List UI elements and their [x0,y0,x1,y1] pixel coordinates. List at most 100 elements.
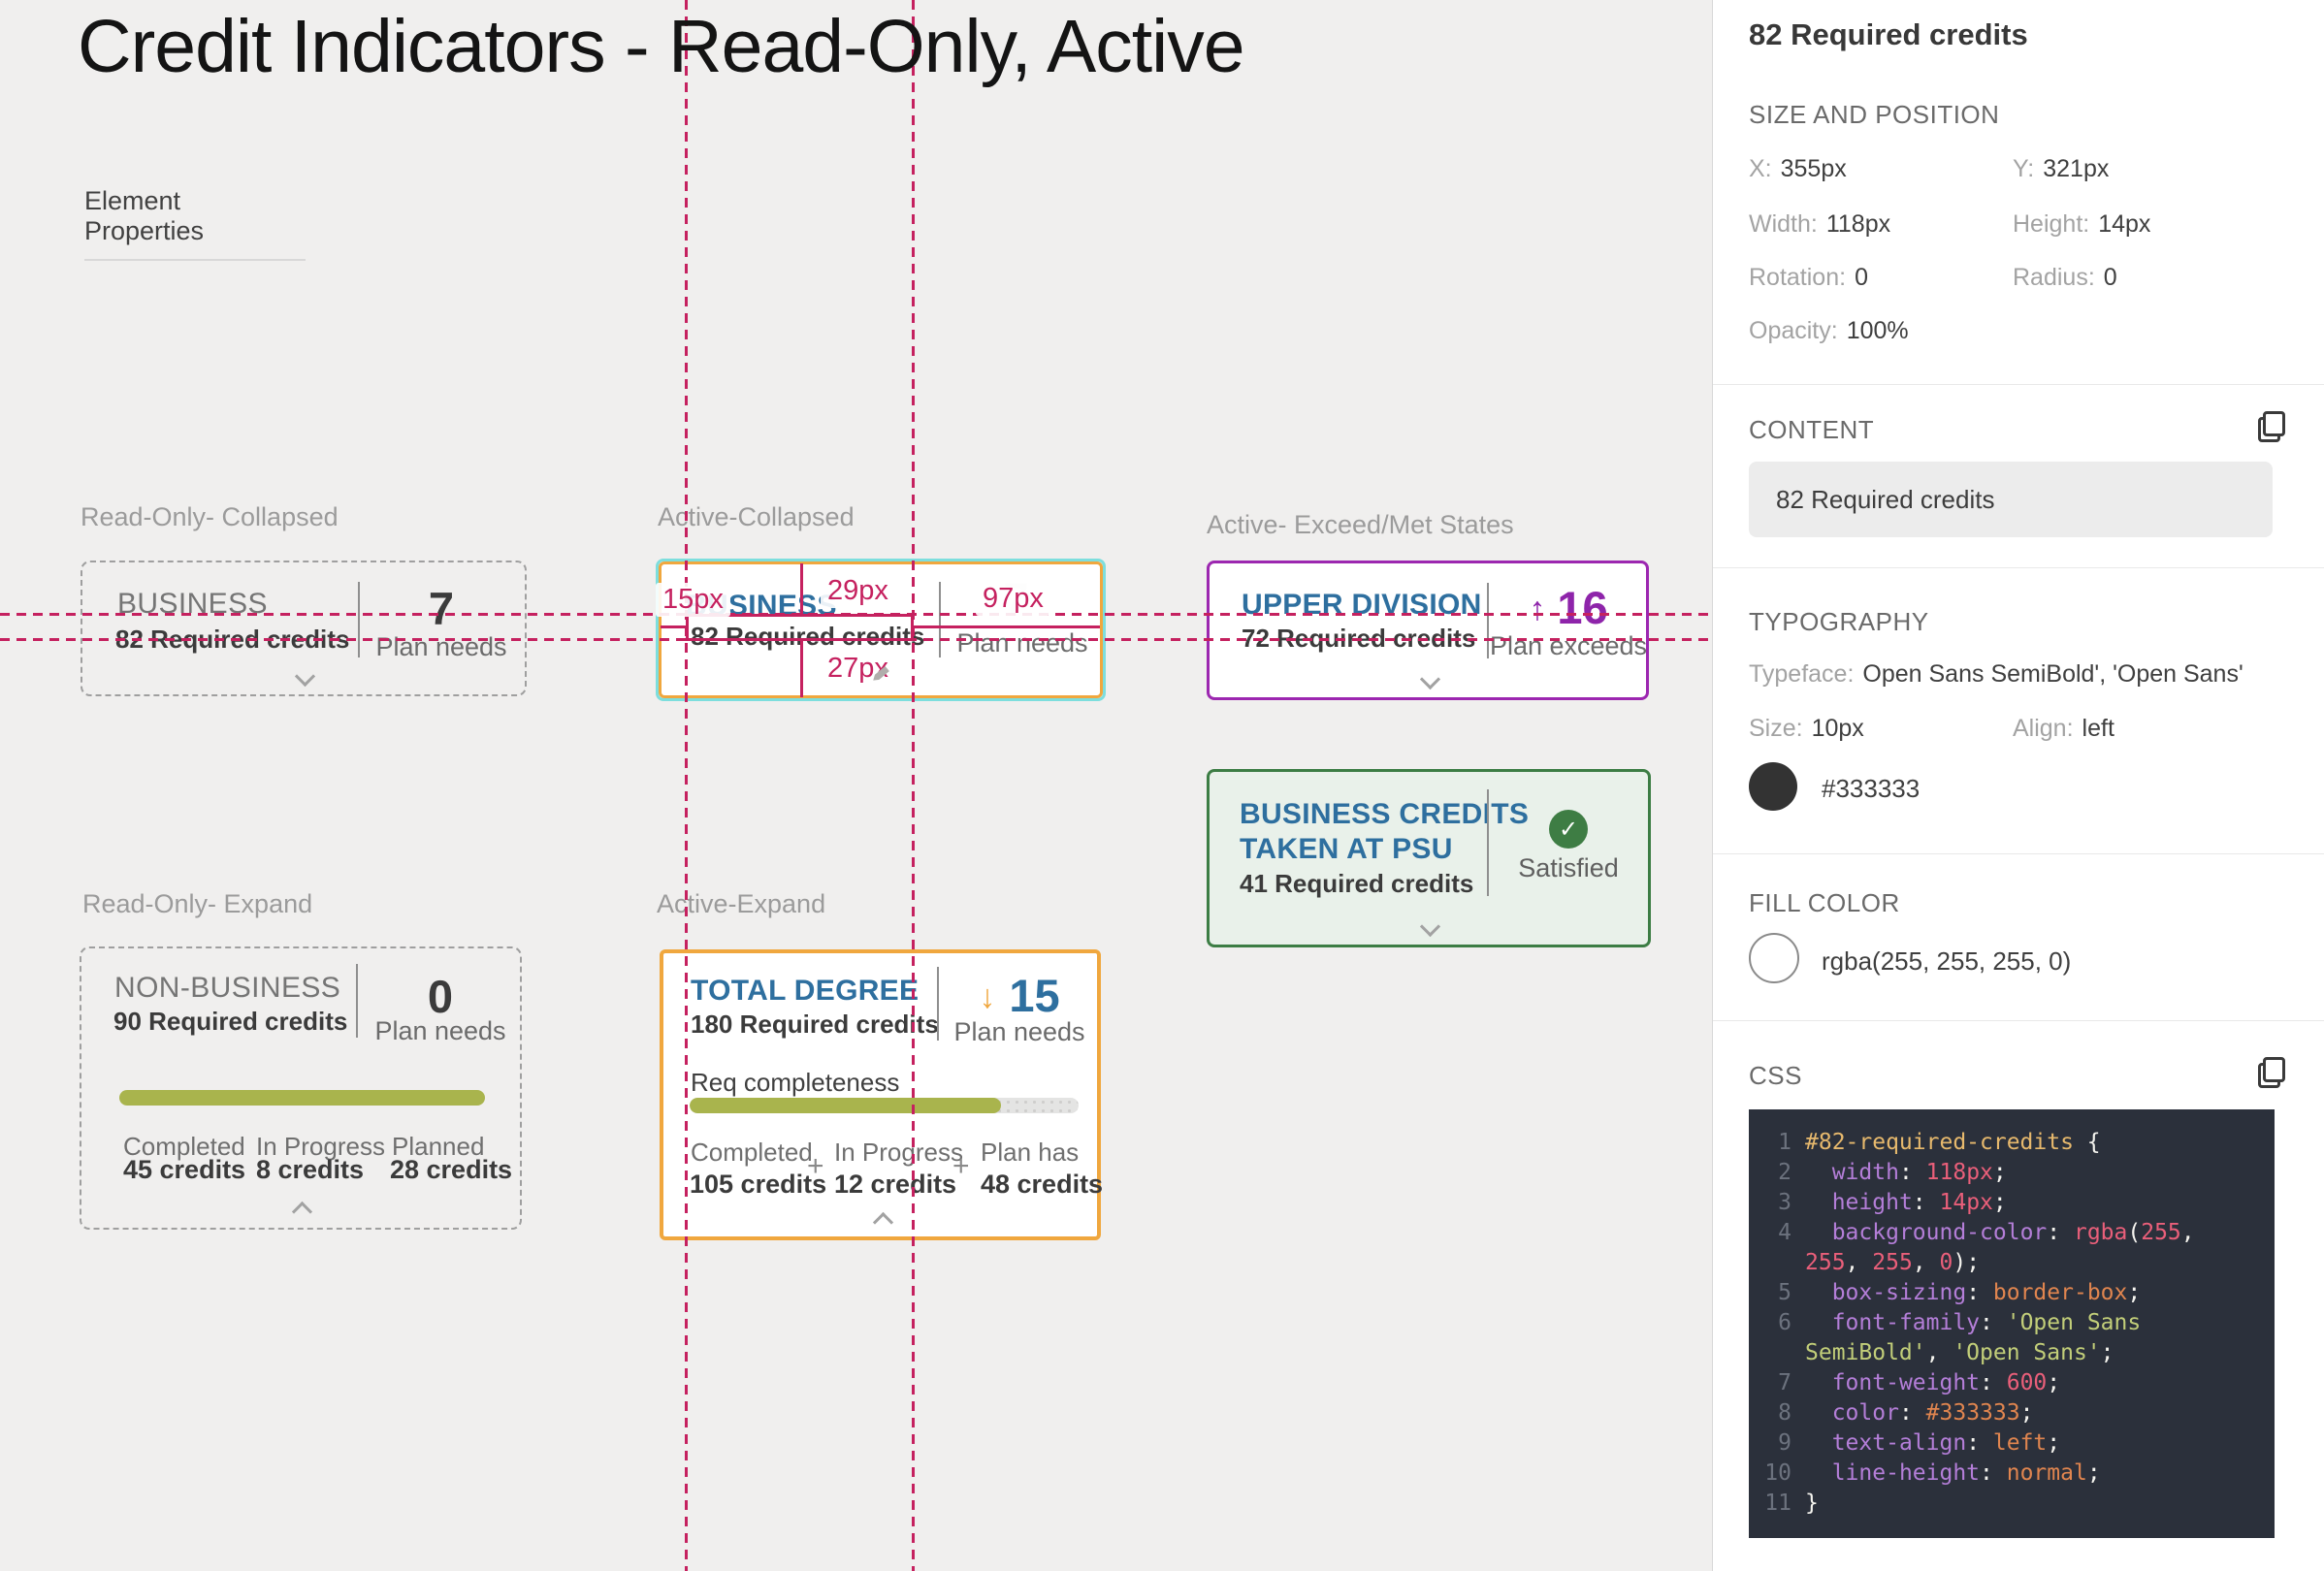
col-label: Completed [123,1132,245,1161]
chevron-down-icon[interactable] [1419,915,1441,938]
col-value: 8 credits [256,1155,365,1184]
chevron-up-icon[interactable] [291,1201,313,1223]
plan-exceeds-value: 16 [1557,582,1608,633]
chevron-down-icon[interactable] [1419,668,1441,690]
divider [356,964,358,1038]
fill-color-value: rgba(255, 255, 255, 0) [1822,946,2072,976]
align-label: Align: [2013,715,2074,742]
card-name-line1: BUSINESS CREDITS [1240,798,1530,830]
section-css: CSS [1749,1061,1802,1090]
section-size-position: SIZE AND POSITION [1749,100,2000,129]
y-value: 321px [2043,155,2110,182]
progress-bar [119,1090,485,1106]
content-value[interactable]: 82 Required credits [1749,462,2273,537]
satisfied-label: Satisfied [1518,853,1619,882]
col-label: In Progress [256,1132,385,1161]
divider [1713,853,2324,854]
required-credits-selected[interactable]: 82 Required credits [691,622,925,651]
plan-exceeds-label: Plan exceeds [1489,631,1648,660]
measure-line-left [661,625,686,628]
text-color-swatch [1749,762,1797,811]
x-value: 355px [1780,155,1847,182]
caption-read-only-expand: Read-Only- Expand [82,889,313,918]
divider [1713,567,2324,568]
card-name: UPPER DIVISION [1242,589,1482,621]
section-typography: TYPOGRAPHY [1749,607,1929,636]
measure-label-left: 15px [656,583,730,617]
col-label: Plan has [981,1138,1080,1167]
col-value: 28 credits [390,1155,513,1184]
divider [1713,1020,2324,1021]
progress-track [690,1098,1079,1113]
card-name-line2: TAKEN AT PSU [1240,833,1453,865]
plus-sign: + [807,1150,824,1182]
arrow-up-icon: ↑ [1529,591,1546,627]
opacity-label: Opacity: [1749,317,1838,344]
chevron-up-icon[interactable] [872,1211,894,1234]
opacity-value: 100% [1846,317,1909,344]
col-value: 105 credits [690,1170,827,1199]
chevron-down-icon[interactable] [294,665,316,688]
plan-needs-label: Plan needs [374,1016,506,1045]
plan-needs-label: Plan needs [953,1017,1085,1046]
plan-needs-label: Plan needs [375,632,507,661]
vertical-guide-left [685,0,688,1571]
plan-needs-label: Plan needs [956,628,1088,657]
section-content: CONTENT [1749,415,1875,444]
caption-active-expand: Active-Expand [657,889,826,918]
fill-color-swatch [1749,933,1799,983]
radius-value: 0 [2103,264,2117,291]
height-label: Height: [2013,210,2090,238]
divider [937,967,939,1041]
card-upper-division[interactable]: UPPER DIVISION 72 Required credits ↑ 16 … [1207,561,1649,700]
x-label: X: [1749,155,1772,182]
divider [939,582,941,657]
divider [358,582,360,657]
measure-line-bottom [800,641,803,697]
typeface-label: Typeface: [1749,660,1855,688]
measure-label-top: 29px [821,574,895,608]
section-fill-color: FILL COLOR [1749,888,1900,917]
copy-css-button[interactable] [2258,1057,2285,1088]
divider [1487,789,1489,896]
card-read-only-expand[interactable]: NON-BUSINESS 90 Required credits 0 Plan … [80,946,522,1230]
progress-fill [690,1098,1001,1113]
width-label: Width: [1749,210,1818,238]
rotation-value: 0 [1855,264,1868,291]
card-total-degree[interactable]: TOTAL DEGREE 180 Required credits ↓ 15 P… [660,949,1104,1240]
panel-heading: 82 Required credits [1749,17,2028,51]
card-business-credits-psu[interactable]: BUSINESS CREDITS TAKEN AT PSU 41 Require… [1207,769,1651,947]
plan-needs-value: 15 [1009,970,1060,1021]
tab-element-properties[interactable]: Element Properties [84,186,306,261]
required-credits: 180 Required credits [691,1010,939,1039]
measure-line-top [800,563,803,614]
caption-read-only-collapsed: Read-Only- Collapsed [81,502,339,531]
size-value: 10px [1811,715,1864,742]
arrow-down-icon: ↓ [979,978,996,1015]
vertical-guide-right [912,0,915,1571]
typeface-value: Open Sans SemiBold', 'Open Sans' [1862,660,2243,688]
card-read-only-collapsed[interactable]: BUSINESS 82 Required credits 7 Plan need… [81,561,527,696]
col-value: 12 credits [834,1170,957,1199]
align-value: left [2082,715,2114,742]
col-value: 48 credits [981,1170,1104,1199]
copy-content-button[interactable] [2258,411,2285,442]
y-label: Y: [2013,155,2035,182]
page-title: Credit Indicators - Read-Only, Active [78,5,1245,88]
required-credits: 41 Required credits [1240,869,1474,898]
check-circle-icon: ✓ [1549,810,1588,849]
required-credits: 90 Required credits [113,1007,348,1036]
height-value: 14px [2098,210,2151,238]
plus-sign: + [952,1150,970,1182]
inspector-panel: 82 Required credits SIZE AND POSITION X:… [1712,0,2324,1571]
col-label: Completed [691,1138,813,1167]
measure-line-right [914,625,1100,628]
plan-needs-value: 0 [427,971,454,1022]
size-label: Size: [1749,715,1803,742]
plan-needs-value: 7 [428,583,455,634]
css-code-block: 1#82-required-credits {2 width: 118px;3 … [1749,1109,2275,1538]
col-label: In Progress [834,1138,963,1167]
measure-label-right: 97px [976,582,1050,616]
card-name: TOTAL DEGREE [691,975,920,1007]
text-color-hex: #333333 [1822,774,1921,803]
